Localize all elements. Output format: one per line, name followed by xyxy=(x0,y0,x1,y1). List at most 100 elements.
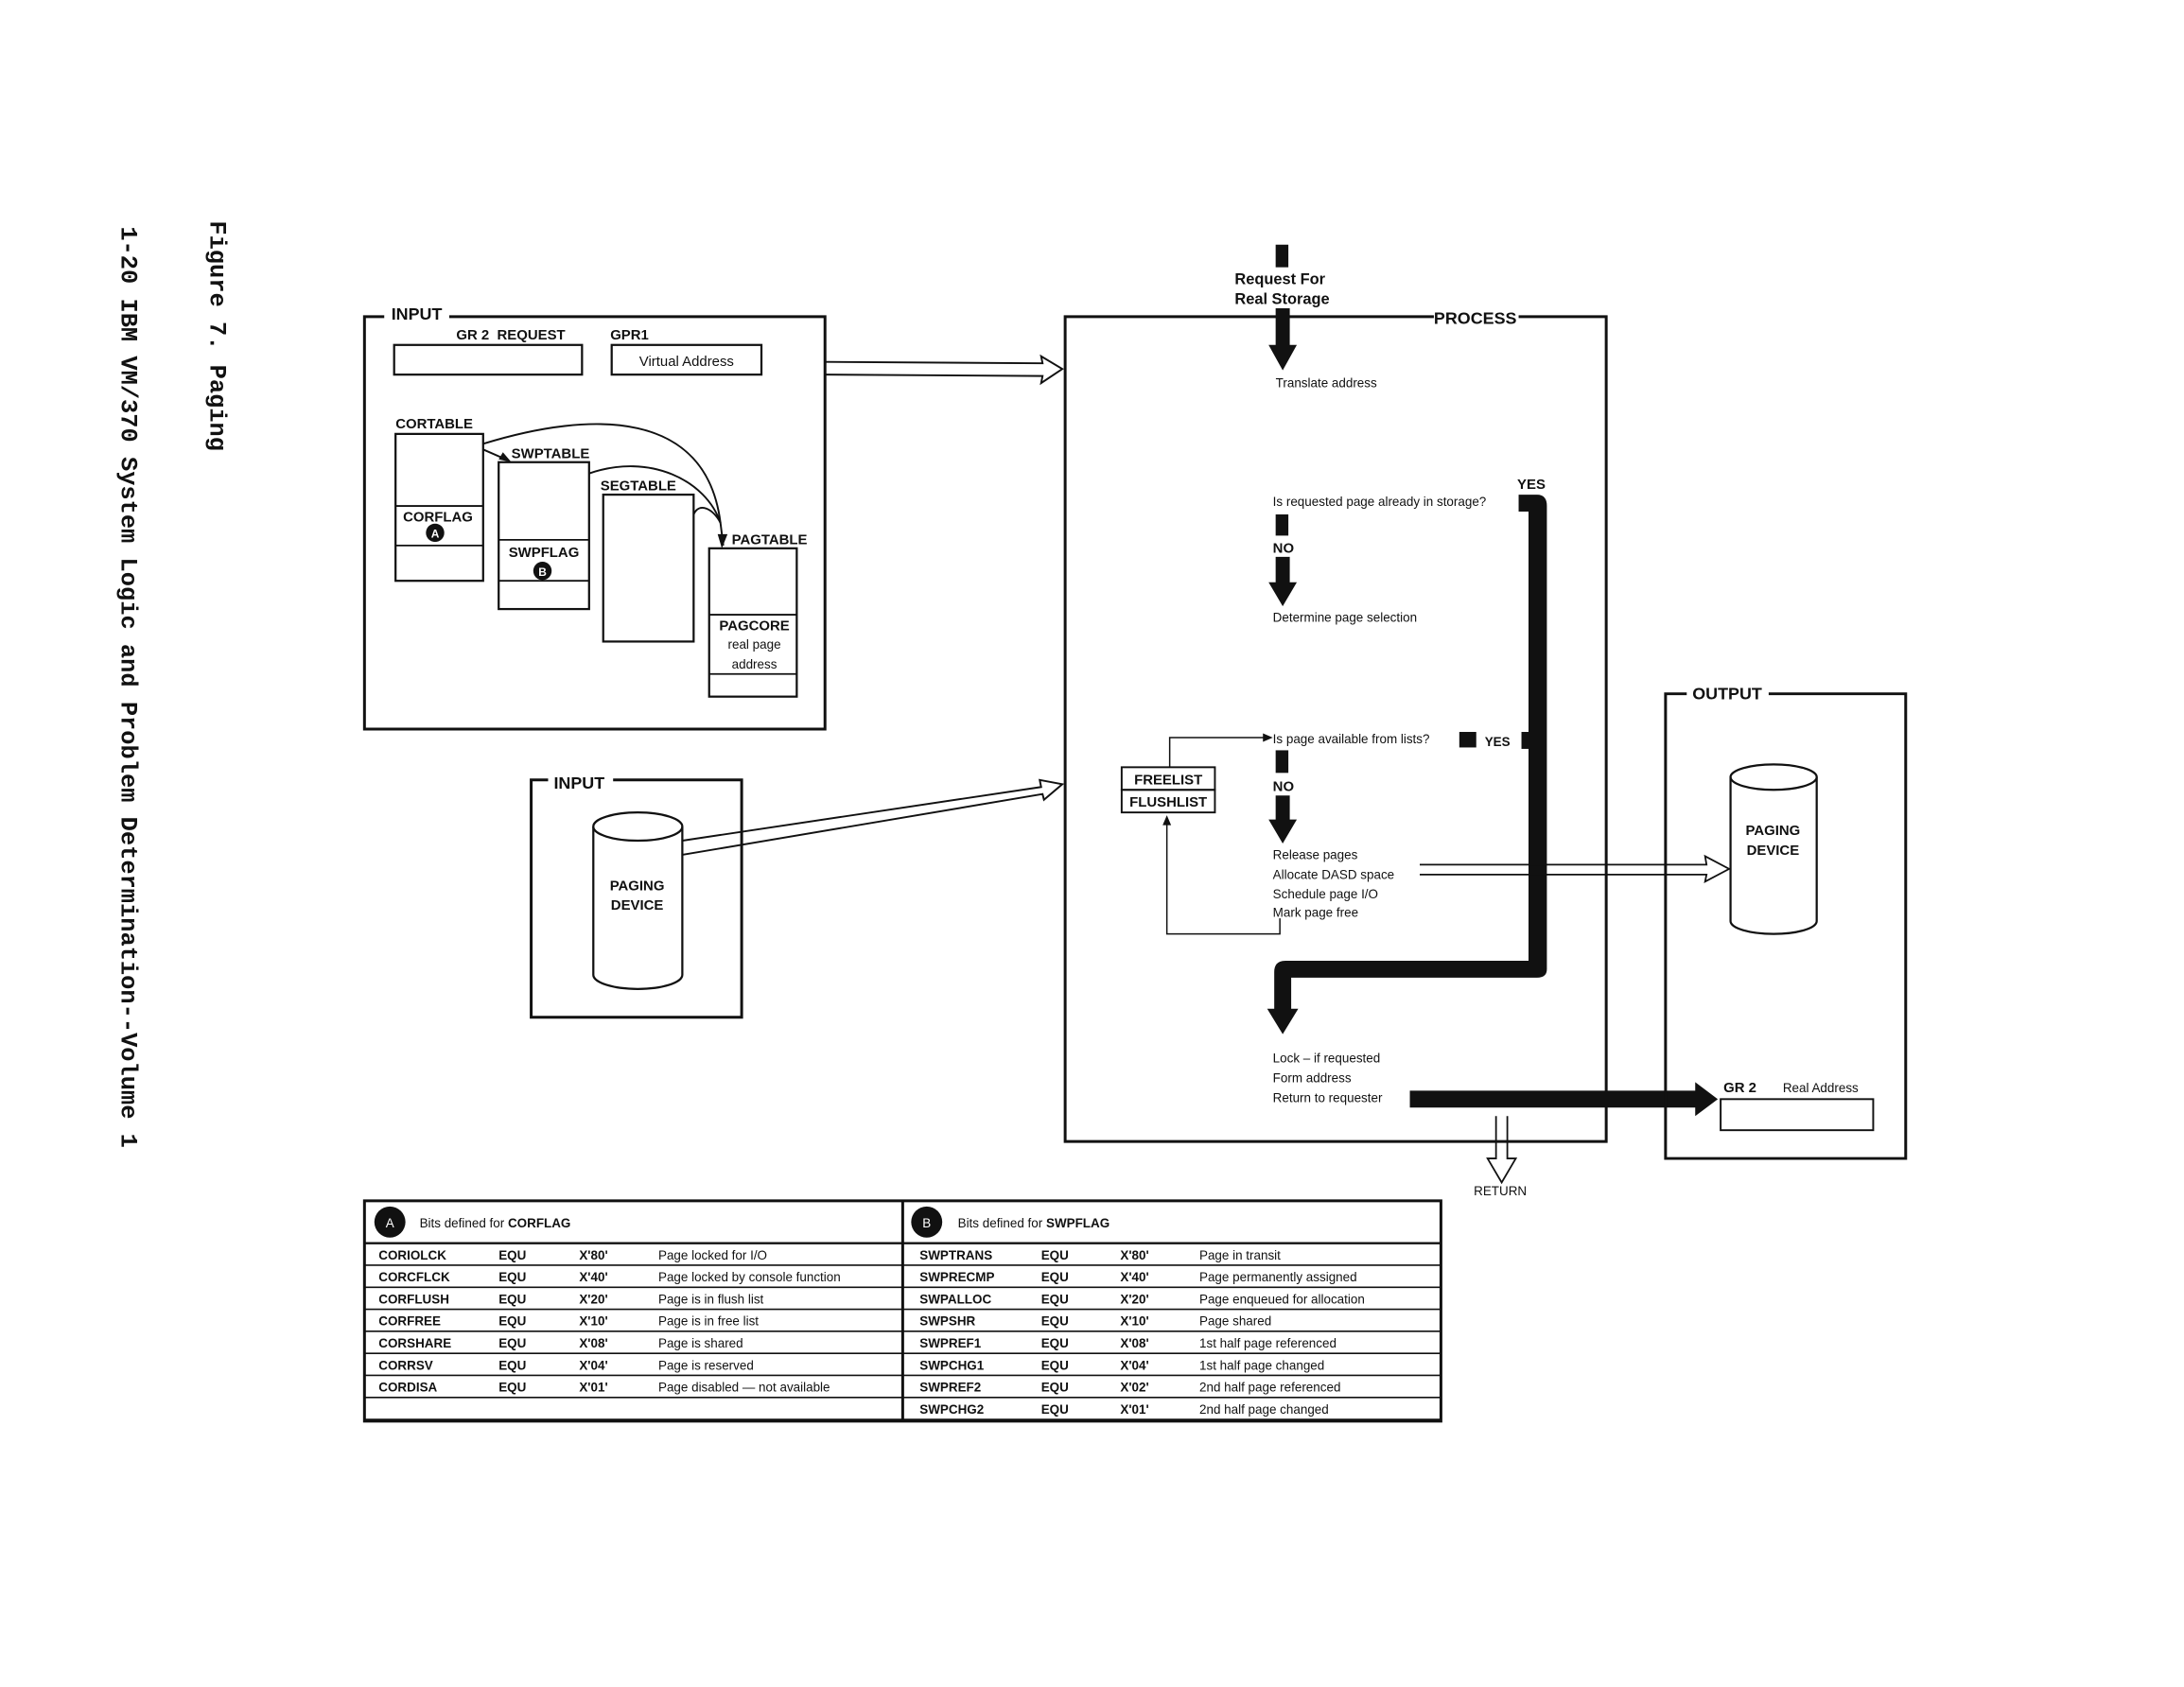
marker-a-text: A xyxy=(431,528,440,541)
step-return: Return to requester xyxy=(1273,1090,1383,1104)
cortable-label: CORTABLE xyxy=(395,416,473,432)
name-cell: CORCFLCK xyxy=(378,1270,450,1284)
desc-cell: Page in transit xyxy=(1199,1248,1281,1262)
value-cell: X'10' xyxy=(579,1314,607,1329)
device-to-process-arrow xyxy=(682,778,1065,856)
value-cell: X'04' xyxy=(1120,1358,1148,1372)
table-row: SWPCHG1 EQU X'04' 1st half page changed xyxy=(919,1358,1324,1372)
swpflag-marker: B xyxy=(922,1216,931,1230)
pagcore-desc-1: real page xyxy=(728,637,781,652)
figure-title: Figure 7. Paging xyxy=(203,220,231,451)
name-cell: SWPSHR xyxy=(919,1314,975,1329)
value-cell: X'20' xyxy=(1120,1292,1148,1306)
value-cell: X'80' xyxy=(1120,1248,1148,1262)
value-cell: X'40' xyxy=(579,1270,607,1284)
corflag-marker: A xyxy=(386,1216,394,1230)
equ-cell: EQU xyxy=(498,1248,526,1262)
return-to-output-arrow xyxy=(1409,1082,1719,1117)
name-cell: CORDISA xyxy=(378,1381,437,1395)
process-label: PROCESS xyxy=(1434,308,1517,327)
desc-cell: Page is in free list xyxy=(658,1314,759,1329)
down-arrow-icon xyxy=(1268,795,1298,844)
table-row: SWPSHR EQU X'10' Page shared xyxy=(919,1314,1271,1329)
gpr1-label: GPR1 xyxy=(610,327,649,343)
equ-cell: EQU xyxy=(1041,1402,1069,1417)
running-footer: 1-20 IBM VM/370 System Logic and Problem… xyxy=(114,226,141,1148)
table-row: CORFREE EQU X'10' Page is in free list xyxy=(378,1314,759,1329)
down-arrow-icon xyxy=(1268,556,1298,607)
name-cell: CORFREE xyxy=(378,1314,441,1329)
title-prefix: Bits defined for xyxy=(420,1216,508,1230)
name-cell: CORRSV xyxy=(378,1358,433,1372)
determine-step: Determine page selection xyxy=(1273,611,1417,625)
name-cell: CORFLUSH xyxy=(378,1292,449,1306)
swptable-label: SWPTABLE xyxy=(512,445,590,461)
name-cell: SWPCHG2 xyxy=(919,1402,984,1417)
desc-cell: Page permanently assigned xyxy=(1199,1270,1357,1284)
equ-cell: EQU xyxy=(1041,1314,1069,1329)
corflag-label: CORFLAG xyxy=(403,509,473,525)
equ-cell: EQU xyxy=(1041,1292,1069,1306)
desc-cell: Page is reserved xyxy=(658,1358,754,1372)
title-name: SWPFLAG xyxy=(1046,1216,1109,1230)
swpflag-label: SWPFLAG xyxy=(509,545,580,561)
output-gr2-label: GR 2 xyxy=(1723,1080,1756,1096)
pagcore-desc-2: address xyxy=(732,657,778,671)
step-form-address: Form address xyxy=(1273,1070,1352,1085)
title-name: CORFLAG xyxy=(508,1216,570,1230)
yes-label-2: YES xyxy=(1485,735,1511,749)
equ-cell: EQU xyxy=(1041,1358,1069,1372)
equ-cell: EQU xyxy=(498,1381,526,1395)
output-label: OUTPUT xyxy=(1692,685,1762,704)
output-box: OUTPUT PAGING DEVICE GR 2 Real Address xyxy=(1664,685,1908,1160)
desc-cell: Page shared xyxy=(1199,1314,1271,1329)
marker-b-icon xyxy=(911,1206,943,1238)
value-cell: X'10' xyxy=(1120,1314,1148,1329)
input-device-box: INPUT PAGING DEVICE xyxy=(530,774,743,1019)
step-allocate: Allocate DASD space xyxy=(1273,867,1394,881)
question-from-lists: Is page available from lists? xyxy=(1273,732,1430,746)
equ-cell: EQU xyxy=(498,1314,526,1329)
name-cell: SWPCHG1 xyxy=(919,1358,984,1372)
return-arrow xyxy=(1486,1116,1518,1185)
equ-cell: EQU xyxy=(1041,1336,1069,1350)
desc-cell: Page enqueued for allocation xyxy=(1199,1292,1365,1306)
segtable-label: SEGTABLE xyxy=(601,478,676,495)
step-lock: Lock – if requested xyxy=(1273,1051,1381,1065)
input-to-process-arrow xyxy=(825,354,1064,386)
value-cell: X'08' xyxy=(1120,1336,1148,1350)
name-cell: SWPRECMP xyxy=(919,1270,994,1284)
name-cell: SWPREF1 xyxy=(919,1336,981,1350)
input-device-label: INPUT xyxy=(553,774,604,792)
value-cell: X'40' xyxy=(1120,1270,1148,1284)
desc-cell: Page is shared xyxy=(658,1336,743,1350)
value-cell: X'02' xyxy=(1120,1381,1148,1395)
translate-step: Translate address xyxy=(1276,376,1377,391)
return-label: RETURN xyxy=(1474,1184,1527,1198)
gr2-request-label: GR 2 REQUEST xyxy=(456,327,565,343)
value-cell: X'20' xyxy=(579,1292,607,1306)
name-cell: CORSHARE xyxy=(378,1336,451,1350)
desc-cell: 2nd half page changed xyxy=(1199,1402,1329,1417)
step-mark-free: Mark page free xyxy=(1273,906,1358,920)
value-cell: X'04' xyxy=(579,1358,607,1372)
marker-a-icon xyxy=(374,1206,406,1238)
to-output-device-arrow xyxy=(1419,854,1731,884)
desc-cell: Page locked for I/O xyxy=(658,1248,767,1262)
equ-cell: EQU xyxy=(1041,1270,1069,1284)
request-text-2: Real Storage xyxy=(1234,290,1329,307)
step-schedule: Schedule page I/O xyxy=(1273,887,1378,901)
swpflag-table-title: Bits defined for SWPFLAG xyxy=(958,1216,1110,1230)
freelist-label: FREELIST xyxy=(1134,772,1202,788)
desc-cell: 1st half page changed xyxy=(1199,1358,1324,1372)
bit-tables: A Bits defined for CORFLAG B Bits define… xyxy=(362,1199,1442,1423)
gpr1-value: Virtual Address xyxy=(639,354,734,370)
